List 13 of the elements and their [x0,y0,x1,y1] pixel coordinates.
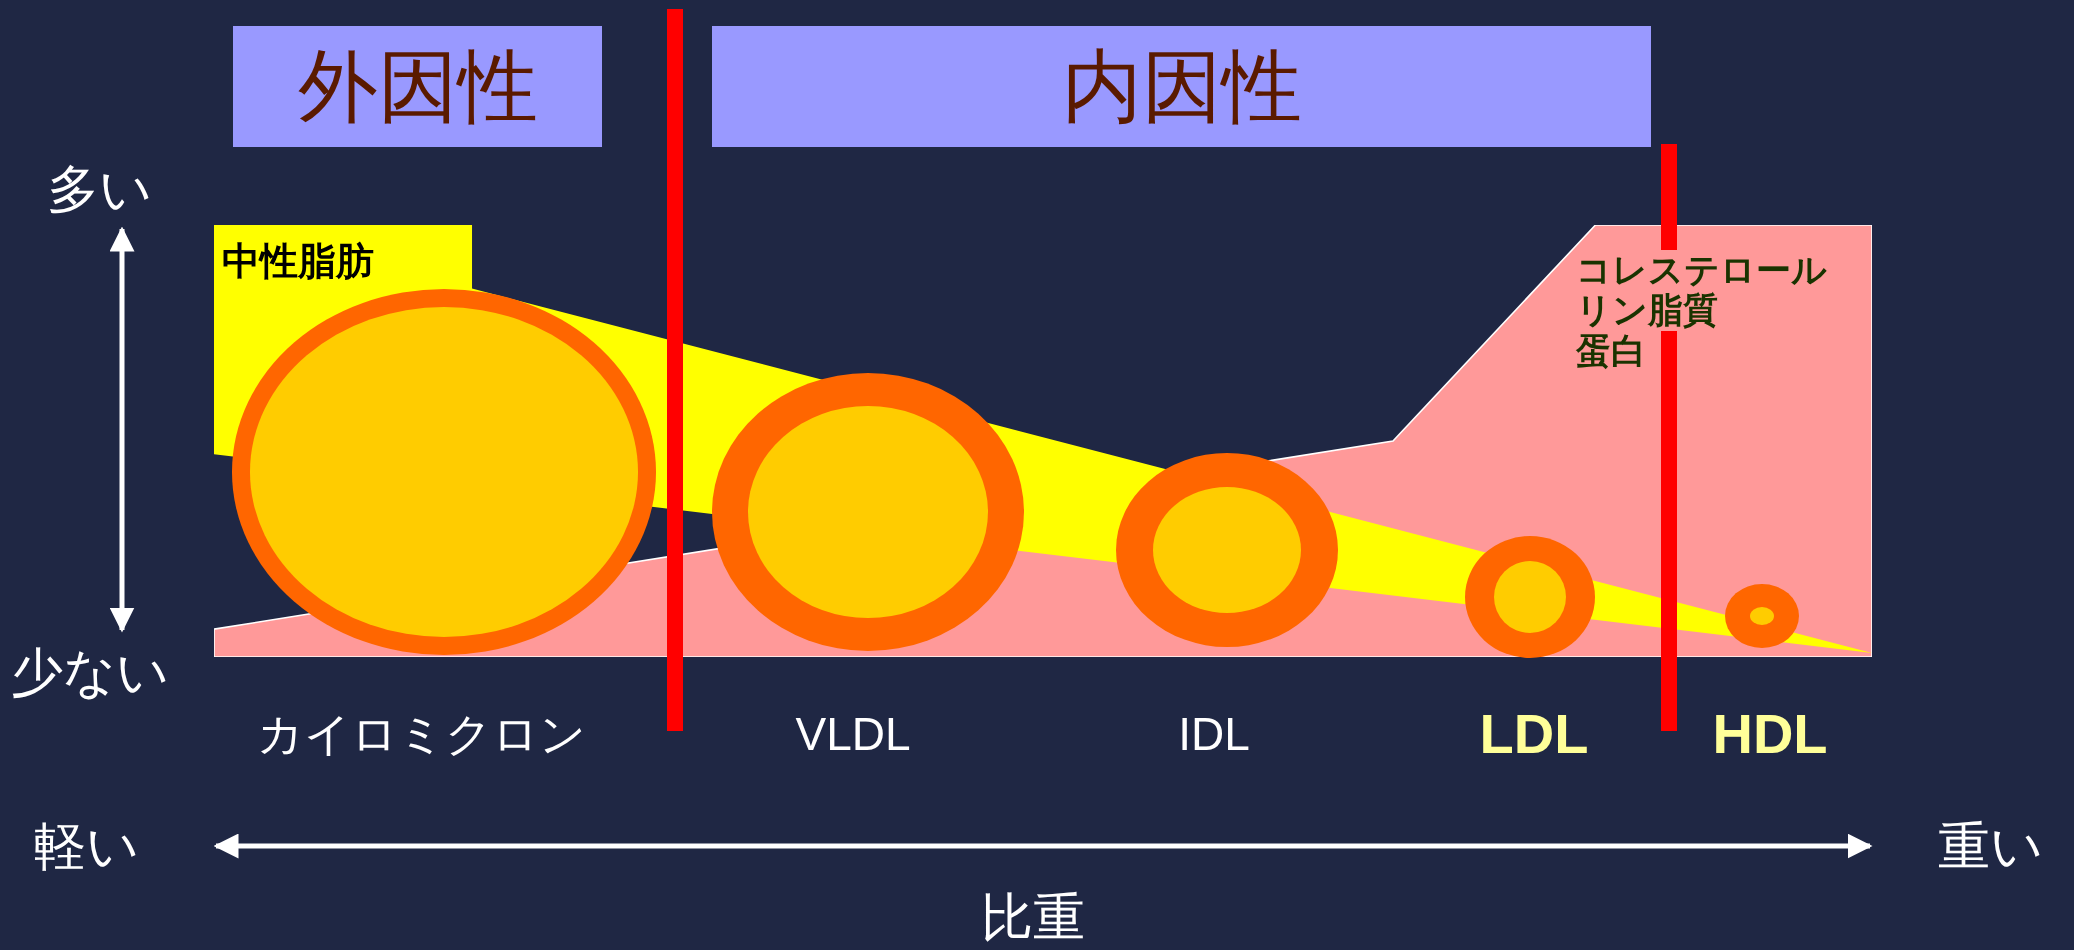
axis-label: 少ない [11,642,169,703]
axis-label: 多い [46,159,152,220]
category-box: 外因性 [233,26,602,147]
lipoprotein-label: IDL [1178,706,1250,762]
axis-label: 比重 [981,887,1085,948]
lipoprotein-label: LDL [1479,701,1589,767]
axis-label: 重い [1937,816,2043,877]
axis-label: 軽い [33,816,139,877]
component-label: 中性脂肪 [222,239,374,284]
lipoprotein-label: VLDL [795,706,911,762]
category-box: 内因性 [712,26,1651,147]
lipoprotein-label: HDL [1712,701,1828,767]
lipoprotein-label: カイロミクロン [256,706,586,762]
